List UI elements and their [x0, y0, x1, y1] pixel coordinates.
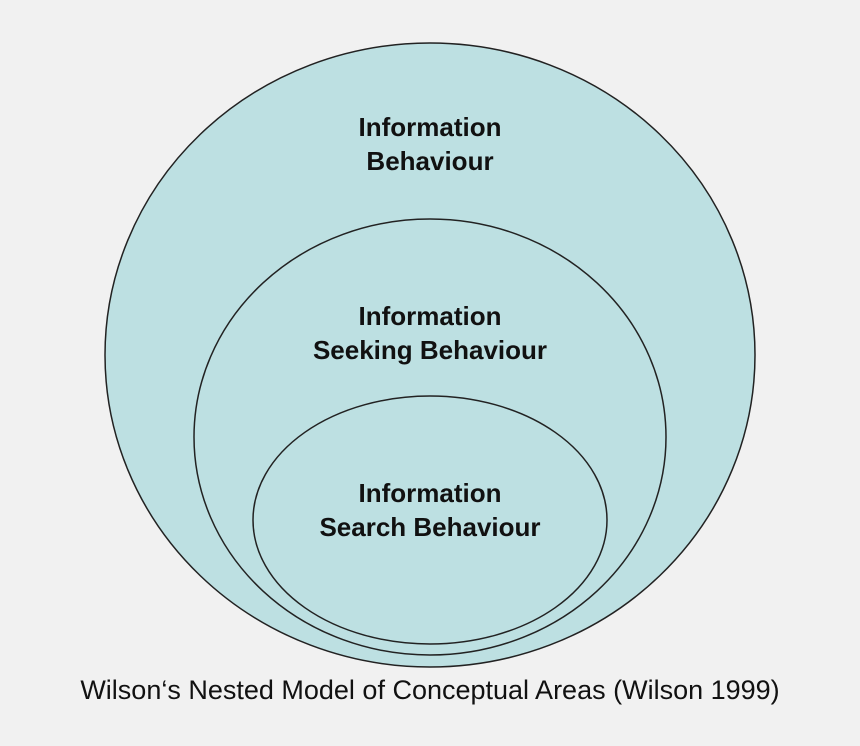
inner-label-line2: Search Behaviour	[319, 512, 541, 542]
middle-ellipse-label: Information Seeking Behaviour	[250, 299, 610, 367]
inner-ellipse-information-search-behaviour	[252, 395, 608, 645]
middle-label-line2: Seeking Behaviour	[312, 335, 548, 365]
figure-caption: Wilson‘s Nested Model of Conceptual Area…	[80, 675, 780, 705]
inner-ellipse-label: Information Search Behaviour	[250, 476, 610, 544]
outer-label-line2: Behaviour	[366, 146, 494, 176]
outer-label-line1: Information	[358, 112, 502, 142]
middle-label-line1: Information	[358, 301, 502, 331]
inner-label-line1: Information	[358, 478, 502, 508]
outer-ellipse-label: Information Behaviour	[250, 110, 610, 178]
